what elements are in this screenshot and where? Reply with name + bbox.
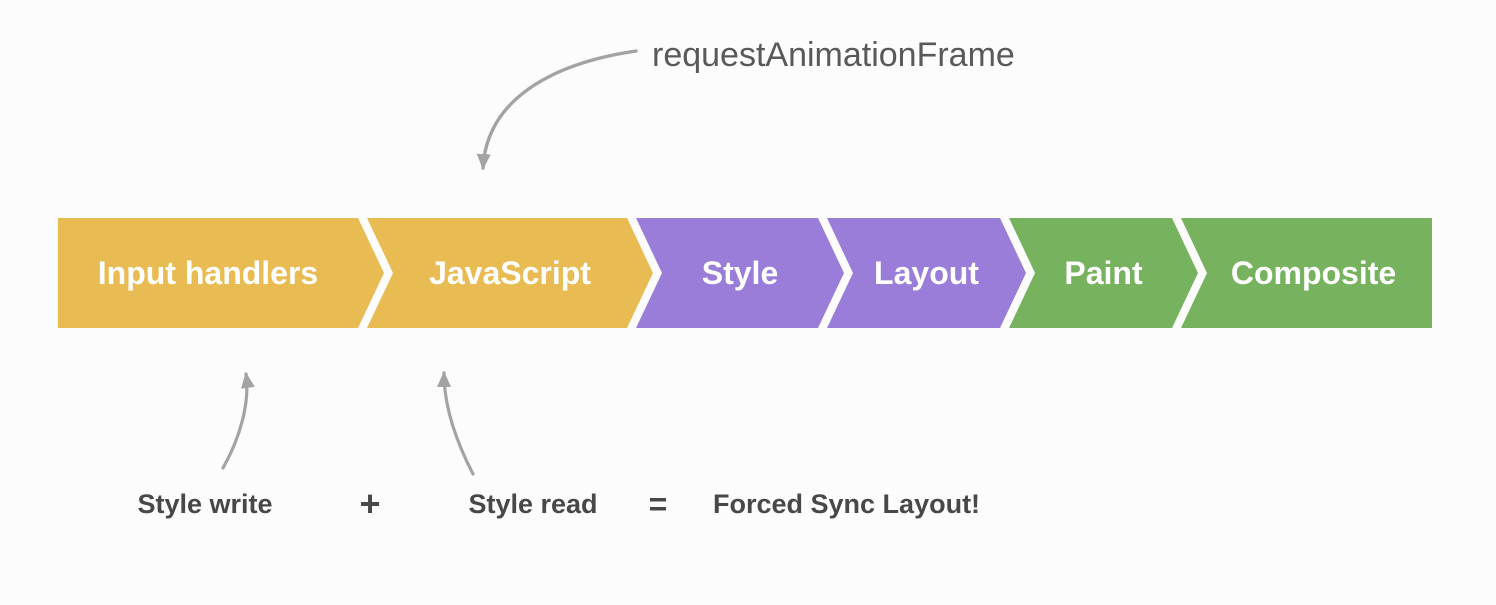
segment-label: Style xyxy=(701,254,779,291)
segment-label: Composite xyxy=(1230,254,1397,291)
pipeline-segment-input-handlers: Input handlers xyxy=(58,218,384,328)
style-write-label: Style write xyxy=(137,489,273,519)
pipeline-segment-paint: Paint xyxy=(1009,218,1198,328)
style-read-arrow-icon xyxy=(437,371,475,476)
pipeline-segment-composite: Composite xyxy=(1181,218,1432,328)
request-animation-frame-label: requestAnimationFrame xyxy=(652,36,1015,74)
pipeline-segment-layout: Layout xyxy=(827,218,1026,328)
raf-curved-arrow-icon xyxy=(476,49,638,170)
plus-sign: + xyxy=(359,483,381,524)
segment-label: Input handlers xyxy=(97,254,319,291)
segment-label: Paint xyxy=(1064,254,1143,291)
equals-sign: = xyxy=(648,486,668,522)
pipeline-bar: Input handlers JavaScript Style Layout P… xyxy=(58,218,1432,328)
pipeline-segment-javascript: JavaScript xyxy=(367,218,653,328)
segment-label: Layout xyxy=(874,254,979,291)
style-write-arrow-icon xyxy=(221,372,255,470)
style-read-label: Style read xyxy=(468,489,598,519)
forced-sync-layout-label: Forced Sync Layout! xyxy=(713,489,981,519)
segment-label: JavaScript xyxy=(429,254,591,291)
pipeline-segment-style: Style xyxy=(636,218,844,328)
